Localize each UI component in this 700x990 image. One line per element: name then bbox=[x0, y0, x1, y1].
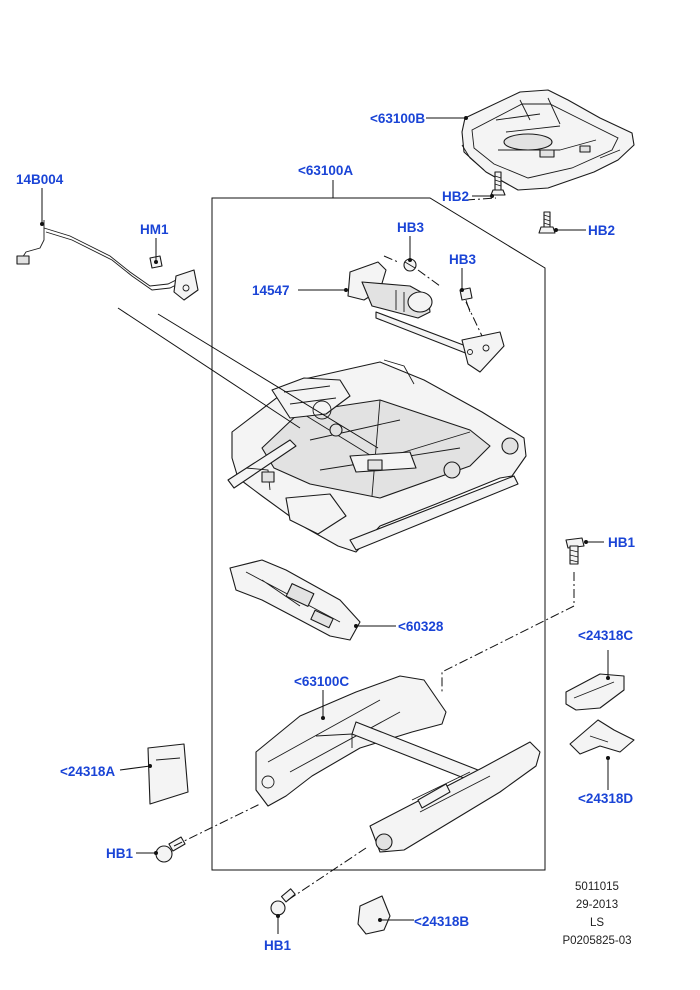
bolt-hb1-bottom bbox=[270, 888, 296, 916]
callout-hb2-upper: HB2 bbox=[442, 189, 469, 204]
callout-hb2-lower: HB2 bbox=[588, 223, 615, 238]
assembly-lines bbox=[173, 197, 575, 901]
seat-pan-63100B bbox=[461, 89, 635, 191]
wiring-harness-14B004 bbox=[16, 220, 199, 301]
cover-24318A bbox=[147, 743, 189, 805]
cover-24318C bbox=[565, 673, 625, 711]
bolt-hb2-upper bbox=[490, 171, 506, 196]
lower-rails-63100C bbox=[255, 675, 541, 853]
callout-63100A: <63100A bbox=[298, 163, 353, 178]
cover-24318B bbox=[357, 895, 391, 935]
cover-24318D bbox=[569, 719, 635, 755]
callout-hb3-right: HB3 bbox=[449, 252, 476, 267]
bolt-hb1-left bbox=[155, 836, 186, 863]
bolt-hb1-right bbox=[565, 537, 585, 565]
callout-63100B: <63100B bbox=[370, 111, 425, 126]
plate-60328 bbox=[229, 559, 361, 641]
callout-hb3-left: HB3 bbox=[397, 220, 424, 235]
callout-24318B: <24318B bbox=[414, 914, 469, 929]
leader-lines bbox=[40, 116, 610, 934]
ref-number: 5011015 bbox=[575, 881, 619, 893]
assembly-outline bbox=[211, 197, 546, 871]
ref-illustration-id: P0205825-03 bbox=[562, 935, 631, 947]
callout-24318D: <24318D bbox=[578, 791, 633, 806]
seat-frame bbox=[227, 359, 527, 553]
callout-24318A: <24318A bbox=[60, 764, 115, 779]
callout-24318C: <24318C bbox=[578, 628, 633, 643]
harness-route-line-1 bbox=[117, 307, 301, 429]
callout-63100C: <63100C bbox=[294, 674, 349, 689]
callout-hm1: HM1 bbox=[140, 222, 169, 237]
callout-60328: <60328 bbox=[398, 619, 444, 634]
motor-14547 bbox=[347, 261, 505, 373]
harness-route-line-2 bbox=[157, 313, 379, 449]
screw-hb3-left bbox=[403, 258, 417, 272]
ref-code: LS bbox=[590, 917, 604, 929]
ref-date: 29-2013 bbox=[576, 899, 618, 911]
callout-hb1-left: HB1 bbox=[106, 846, 133, 861]
callout-hb1-bottom: HB1 bbox=[264, 938, 291, 953]
callout-14547: 14547 bbox=[252, 283, 290, 298]
bolt-hb2-lower bbox=[538, 211, 556, 234]
callout-14B004: 14B004 bbox=[16, 172, 64, 187]
callout-hb1-right: HB1 bbox=[608, 535, 635, 550]
